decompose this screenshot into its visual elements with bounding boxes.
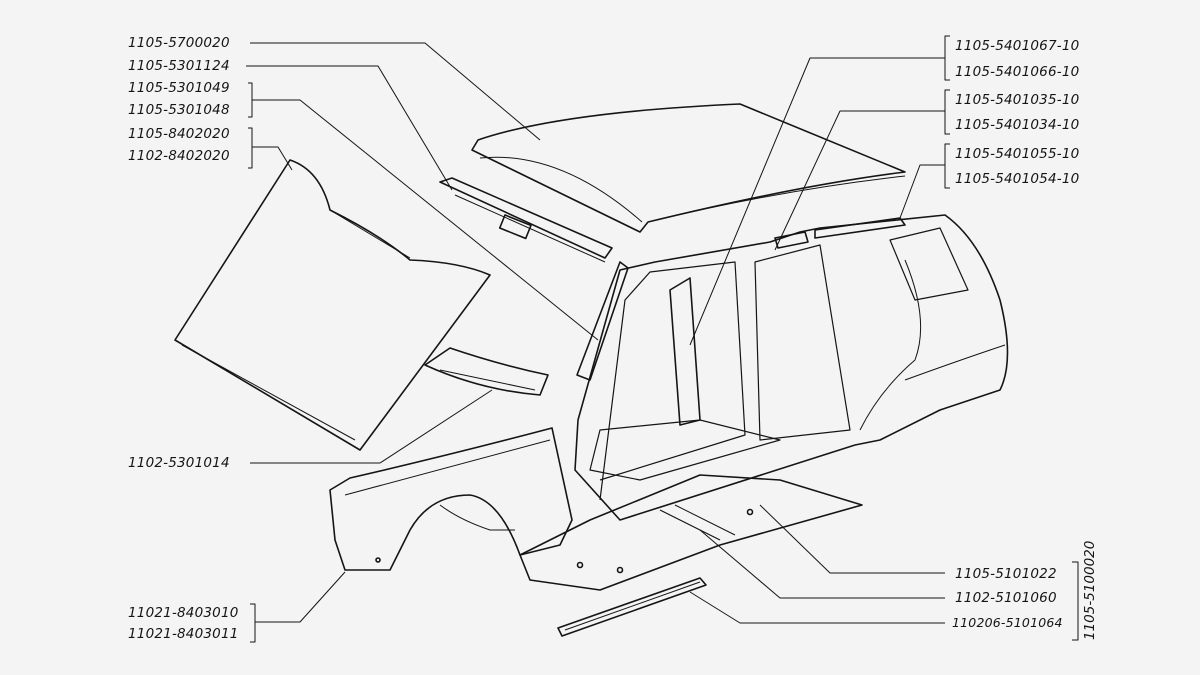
label-a-pillar-right: 1105-5301049 xyxy=(128,80,230,96)
label-hood-b: 1102-8402020 xyxy=(128,148,230,164)
label-side-frame-right: 1105-5401035-10 xyxy=(955,92,1080,108)
label-b-pillar-right: 1105-5401067-10 xyxy=(955,38,1080,54)
label-sill: 110206-5101064 xyxy=(952,615,1063,630)
label-fender-left: 11021-8403011 xyxy=(128,626,239,642)
label-floor-assembly: 1105-5100020 xyxy=(1082,540,1098,640)
label-rear-side-right: 1105-5401055-10 xyxy=(955,146,1080,162)
leader-lines xyxy=(246,35,1079,643)
label-hood-a: 1105-8402020 xyxy=(128,126,230,142)
label-front-panel: 1102-5301014 xyxy=(128,455,230,471)
front-fender xyxy=(329,427,573,571)
label-floor-panel: 1105-5101022 xyxy=(955,566,1057,582)
label-a-pillar-left: 1105-5301048 xyxy=(128,102,230,118)
front-panel xyxy=(424,347,549,396)
windshield-frame xyxy=(439,177,613,263)
label-b-pillar-left: 1105-5401066-10 xyxy=(955,64,1080,80)
label-rear-side-left: 1105-5401054-10 xyxy=(955,171,1080,187)
label-fender-right: 11021-8403010 xyxy=(128,605,239,621)
hood xyxy=(174,159,491,451)
label-side-frame-left: 1105-5401034-10 xyxy=(955,117,1080,133)
roof-panel xyxy=(471,103,906,233)
a-pillar xyxy=(576,261,629,381)
label-roof-panel: 1105-5700020 xyxy=(128,35,230,51)
label-floor-crossmember: 1102-5101060 xyxy=(955,590,1057,606)
floor-panel xyxy=(519,419,863,591)
label-windshield-frame: 1105-5301124 xyxy=(128,58,230,74)
side-body-frame xyxy=(574,214,1009,521)
sill xyxy=(557,577,707,637)
